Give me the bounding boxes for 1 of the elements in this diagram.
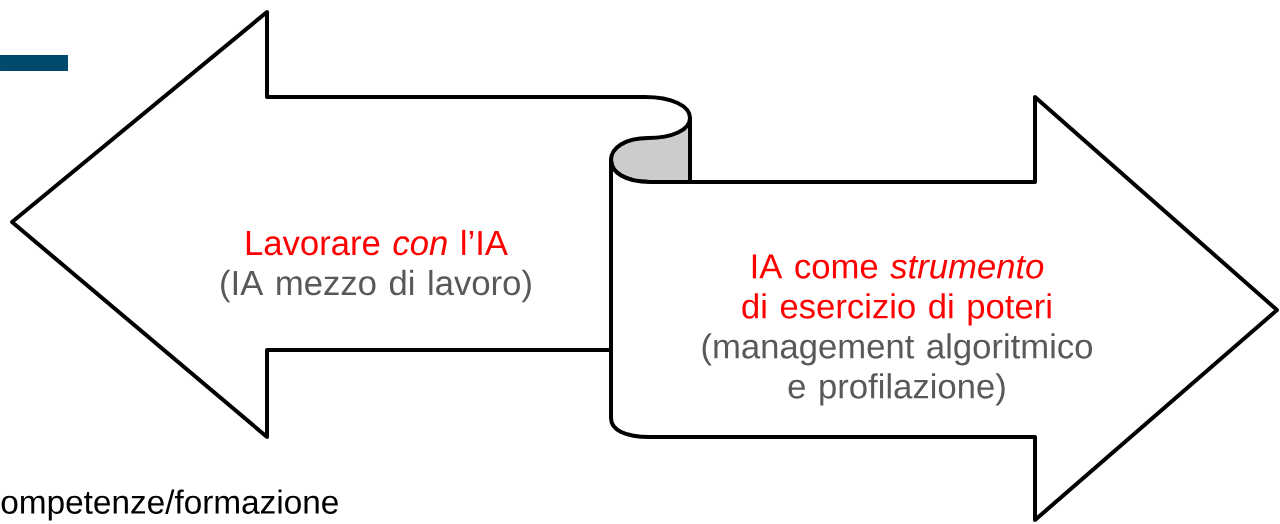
note-text: ompetenze/formazione [1,489,338,521]
